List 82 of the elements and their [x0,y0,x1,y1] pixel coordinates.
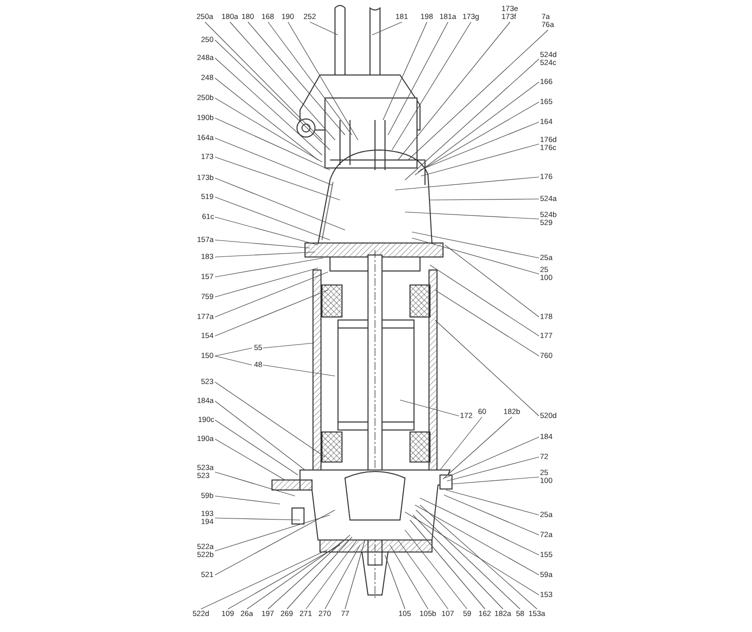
leader-line [420,122,540,170]
leader-line [416,510,520,610]
leader-line [372,22,402,36]
leader-line [214,216,318,246]
leader-line [404,212,540,220]
leader-line [388,22,448,136]
leader-line [246,540,346,610]
leader-line [200,550,328,610]
leader-line [434,290,540,356]
leader-line [430,264,540,336]
leader-line [268,22,352,136]
leader-line [214,496,280,504]
leader-line [214,98,322,162]
leader-line [446,490,540,516]
leader-line [444,494,540,536]
leader-line [324,544,360,610]
leader-line [214,514,330,552]
leader-line [420,498,540,556]
leader-line [214,438,286,480]
leader-line [286,536,352,610]
leader-line [214,420,298,476]
leader-line [214,356,252,366]
leader-line [434,320,540,416]
leader-line [404,58,540,180]
leader-line [248,22,346,136]
leader-line [344,540,366,610]
leader-line [214,138,332,186]
leader-line [444,436,540,478]
leader-line [420,144,540,176]
leader-line [394,176,540,190]
leader-line [446,456,540,482]
leader-line [398,22,510,160]
leader-line [398,540,448,610]
leader-line [214,240,310,248]
leader-line [392,22,472,150]
leader-line [214,78,318,160]
leader-line [452,476,540,484]
leader-line [228,544,340,610]
leader-line [214,252,316,258]
leader-line [310,22,338,36]
leader-line [442,416,512,480]
leader-line [410,520,486,610]
leader-line [444,244,540,318]
leader-line [288,22,358,140]
leader-line [230,22,336,140]
leader-line [214,258,324,278]
leader-line [214,400,306,470]
leader-line [214,196,330,240]
leader-line [440,416,482,470]
leader-line [214,268,318,298]
leader-line [214,518,300,520]
leader-line [400,400,460,416]
leader-line [214,40,330,150]
leader-line [408,30,548,160]
leader-line [384,554,406,610]
leader-line [214,348,252,356]
leader-line [404,530,468,610]
leader-line [268,534,350,610]
leader-line [214,178,346,230]
leader-line [214,510,336,576]
leader-line [414,504,540,576]
leader-line [214,156,340,200]
leader-line [204,22,322,140]
leader-line [414,82,540,176]
leader-line [214,118,330,170]
leader-line [430,198,540,200]
leader-line [390,544,428,610]
leader-line [214,290,328,336]
leader-line [214,58,322,156]
leader-line [418,102,540,172]
leader-line [262,342,314,348]
leader-line [404,512,540,596]
leader-line [412,232,540,258]
leader-line [262,364,336,376]
leader-line [420,504,538,610]
leader-line [306,540,358,610]
leader-line [412,514,504,610]
leader-line [214,472,296,496]
leader-line [214,272,328,318]
leader-line [214,382,326,458]
leader-line [382,22,428,120]
leader-line [412,238,540,274]
